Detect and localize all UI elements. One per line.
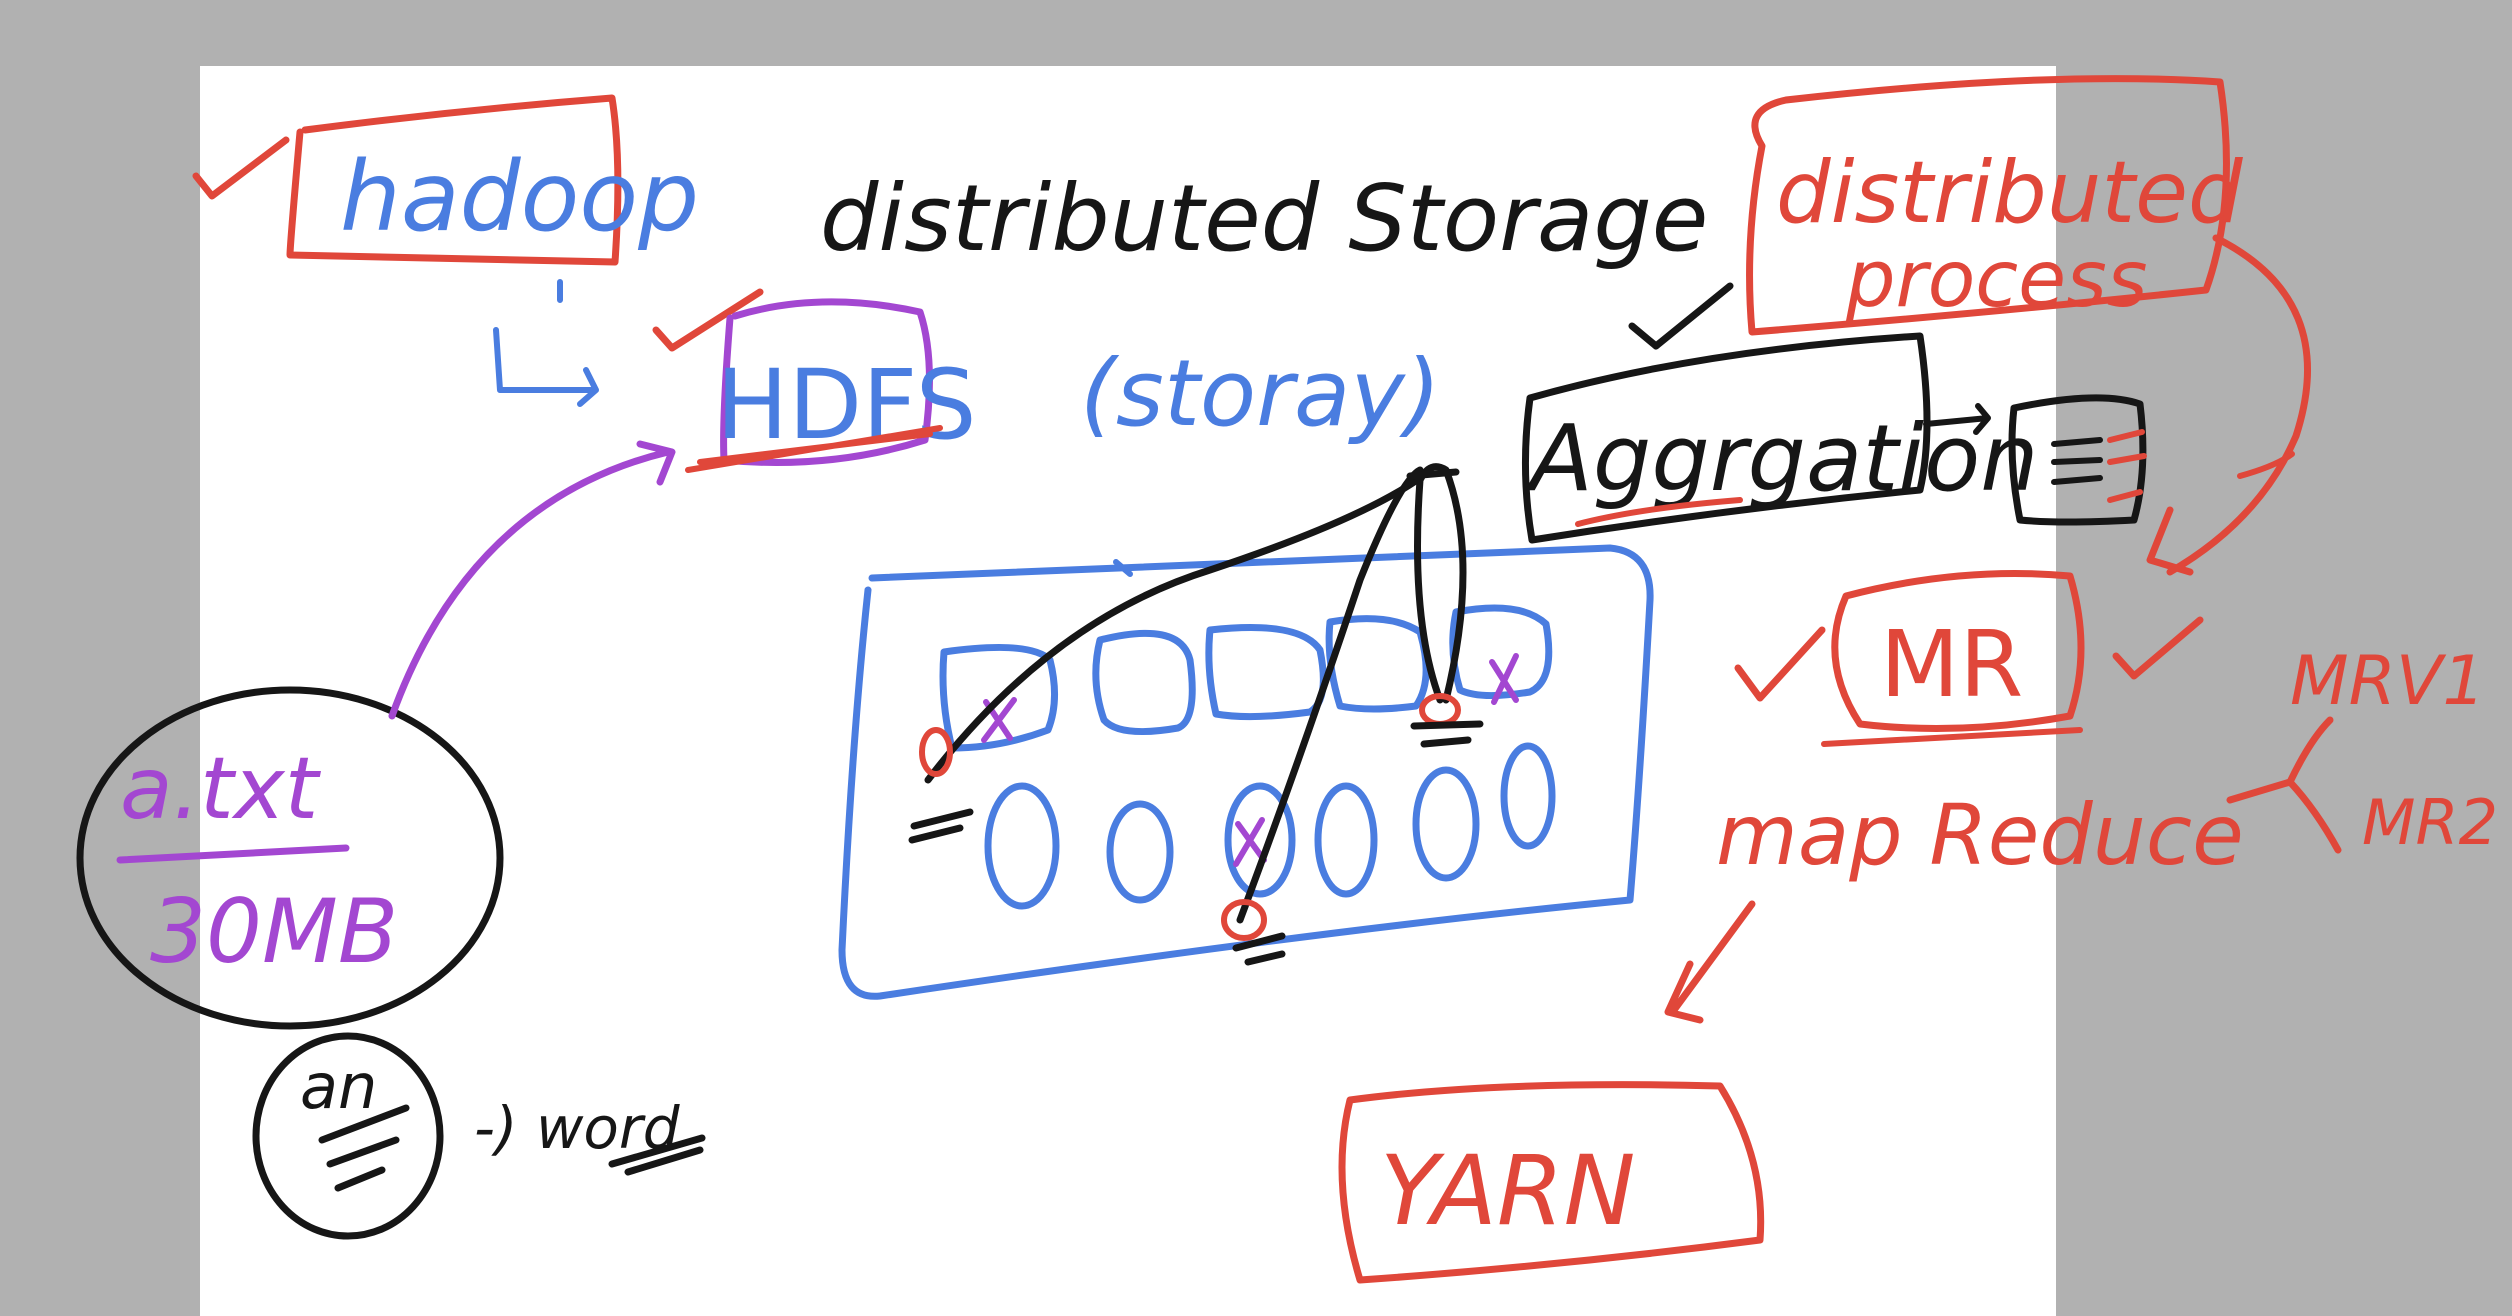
x-mark-2 [1233, 817, 1267, 867]
storage-slot-1[interactable] [984, 782, 1060, 910]
storage-slot-4[interactable] [1314, 782, 1378, 898]
word-circle [252, 1032, 444, 1240]
process-to-mr-arrow [2146, 234, 2311, 576]
hadoop-check-icon [192, 136, 290, 200]
process-check-icon [1628, 282, 1734, 350]
mr-group: MR map Reduce MRV1 MR2 [1664, 570, 2498, 1024]
storage-slot-5[interactable] [1412, 766, 1480, 882]
aggregation-link-1 [924, 474, 1424, 784]
aggregation-box [1521, 332, 1931, 544]
mr-box [1831, 570, 2085, 732]
storage-label: (storay) [1080, 340, 1441, 447]
file-divider [116, 844, 350, 864]
hadoop-label: hadoop [340, 141, 699, 253]
hdfs-group: HDFS [652, 288, 977, 473]
output-file-icon[interactable] [2008, 394, 2147, 526]
storage-node-3[interactable] [1205, 624, 1327, 721]
hadoop-box [286, 94, 622, 266]
aggregation-output-arrow [1923, 403, 1991, 435]
hdfs-underline [685, 425, 943, 473]
mr-check-left-icon [1734, 626, 1826, 702]
output-file-red-lines [2107, 429, 2147, 503]
file-circle [76, 686, 504, 1030]
yarn-group: YARN [1338, 1081, 1765, 1284]
mr2-label: MR2 [2362, 786, 2498, 859]
distributed-process-group: distributed process [1628, 75, 2311, 576]
word-group: an -) word [252, 1032, 706, 1240]
distributed-storage-heading: distributed Storage [820, 165, 1708, 272]
aggregation-link-top [1406, 468, 1460, 480]
hadoop-arrow [493, 279, 599, 407]
node-dash-1 [908, 808, 974, 844]
cluster-top-mark [1113, 559, 1133, 577]
mr-to-yarn-arrow [1664, 900, 1756, 1024]
word-circle-lines [318, 1104, 410, 1192]
file-to-hdfs-arrow [388, 440, 676, 720]
hdfs-check-icon [652, 288, 764, 352]
file-size-label: 30MB [150, 880, 398, 983]
yarn-box [1338, 1081, 1765, 1284]
aggregation-link-2 [1236, 466, 1424, 924]
distributed-process-line1: distributed [1776, 143, 2243, 243]
node-marker-2 [1221, 899, 1267, 941]
aggregation-group: Aggrgation [1521, 332, 2147, 544]
mr1-label: MRV1 [2290, 642, 2486, 721]
storage-node-4[interactable] [1325, 615, 1430, 713]
hdfs-box [720, 298, 933, 466]
mr-underline [1821, 727, 2083, 747]
map-reduce-label: map Reduce [1716, 786, 2244, 884]
node-dash-3 [1410, 720, 1484, 748]
node-marker-1 [919, 727, 953, 777]
storage-slot-2[interactable] [1106, 800, 1174, 904]
yarn-label: YARN [1380, 1135, 1635, 1247]
word-underline [608, 1134, 706, 1176]
aggregation-underline [1575, 497, 1743, 527]
storage-cluster [838, 463, 1654, 1000]
distributed-process-line2: process [1845, 235, 2147, 325]
file-name-label: a.txt [120, 739, 322, 839]
x-mark-3 [1489, 653, 1519, 705]
file-group: a.txt 30MB [76, 440, 676, 1030]
mr-label: MR [1880, 611, 2023, 718]
aggregation-link-3 [1414, 463, 1467, 704]
storage-slot-3[interactable] [1224, 782, 1296, 898]
storage-node-2[interactable] [1092, 629, 1196, 736]
mr-versions-bracket [2226, 716, 2342, 854]
process-squiggle [2237, 451, 2295, 479]
hadoop-group: hadoop [192, 94, 699, 407]
word-circle-label: an [300, 1050, 377, 1123]
mr-check-right-icon [2112, 616, 2204, 680]
storage-node-1[interactable] [939, 644, 1059, 752]
node-dash-2 [1232, 932, 1286, 966]
output-file-lines [2051, 437, 2103, 485]
storage-slot-6[interactable] [1500, 742, 1556, 850]
distributed-process-box [1746, 75, 2230, 336]
